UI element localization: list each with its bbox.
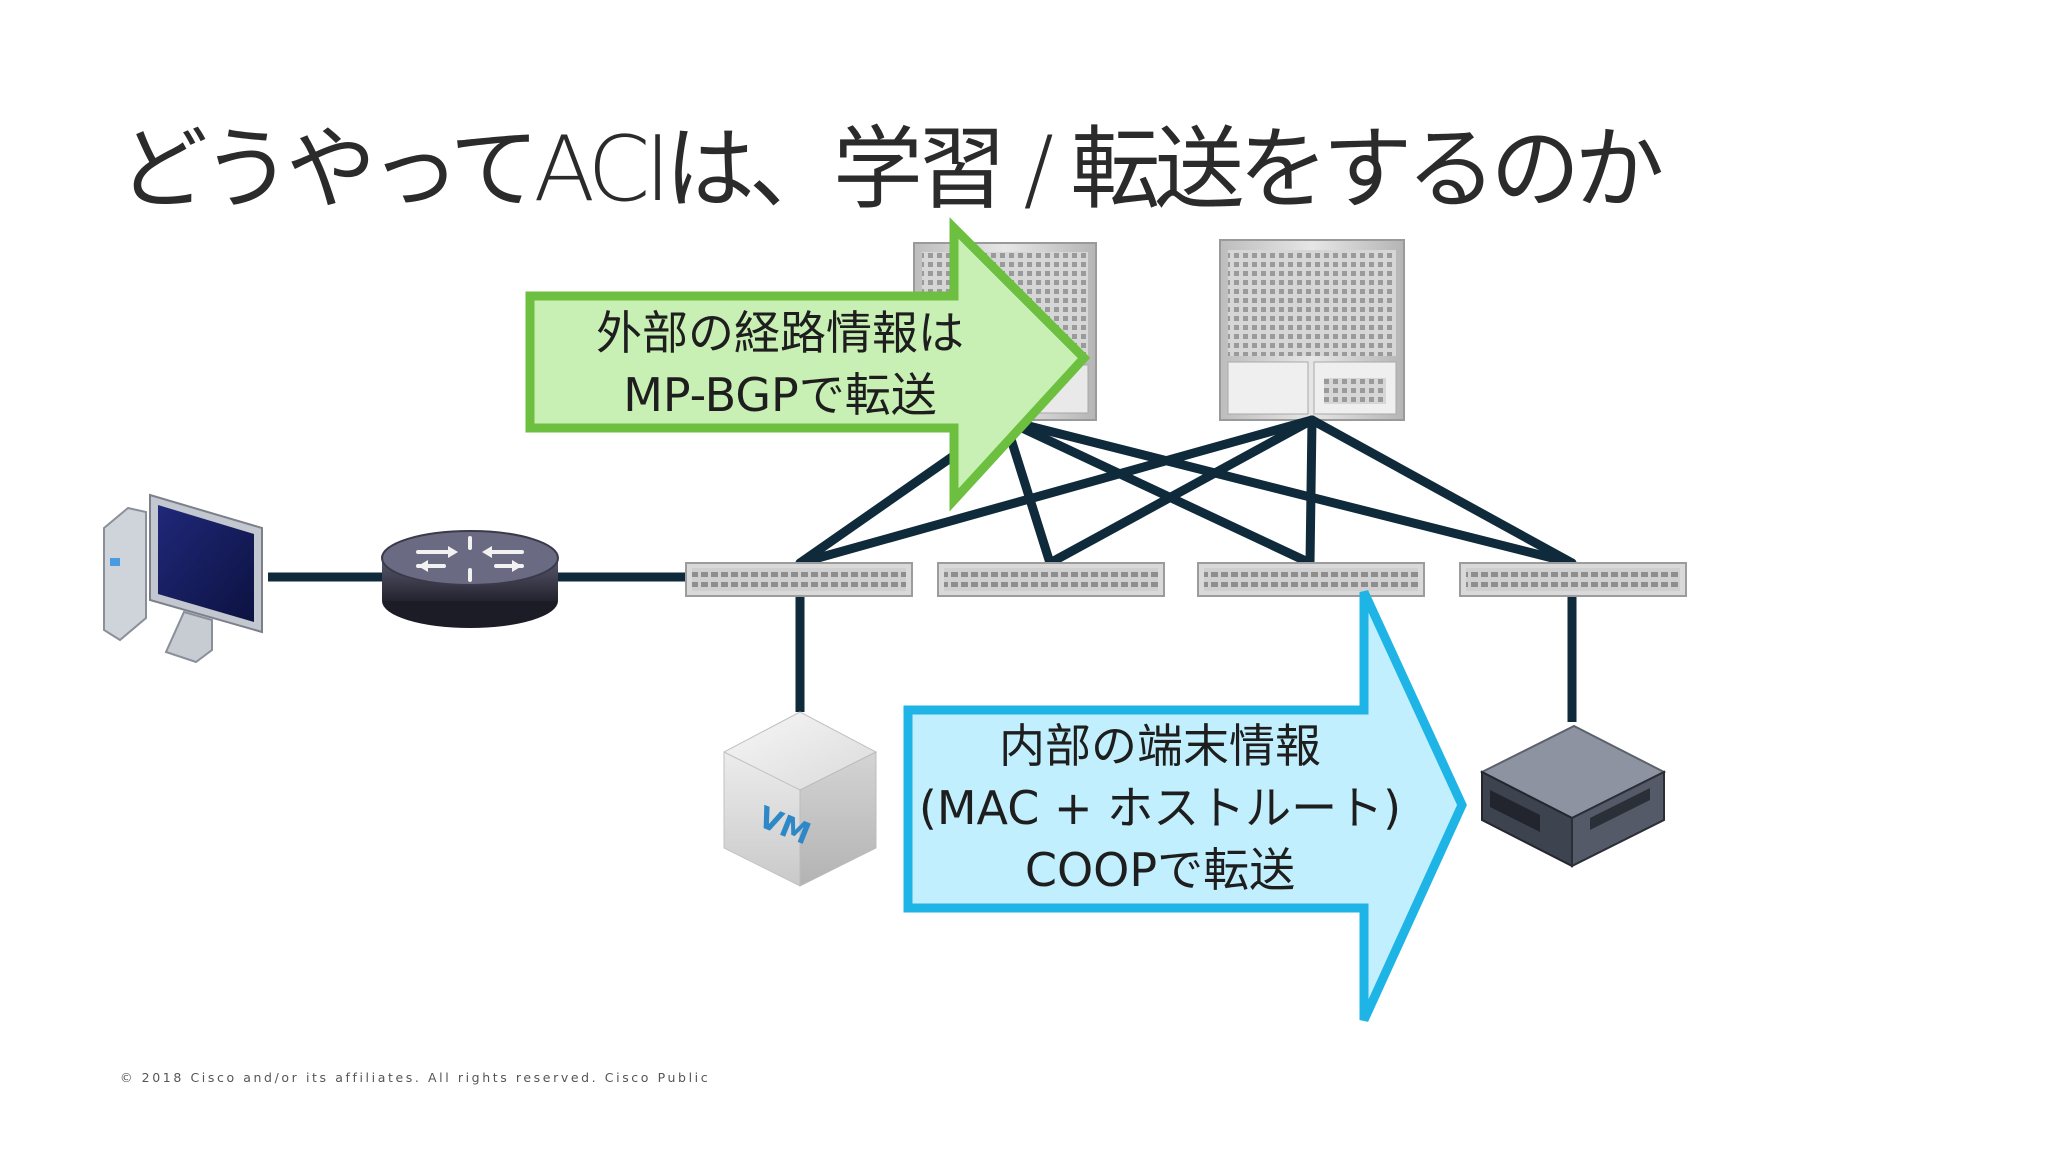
vm-cube-icon: VM [722,711,878,887]
leaf-switch-icon [1459,562,1687,597]
mp-bgp-callout-text: 外部の経路情報は MP-BGPで転送 [520,302,1040,426]
slide-title: どうやってACIは、学習 / 転送をするのか [118,117,1664,222]
mp-bgp-callout-line1: 外部の経路情報は [596,306,964,360]
coop-callout-line1: 内部の端末情報 [999,719,1321,773]
server-icon [1479,724,1667,868]
leaf-switch-icon [937,562,1165,597]
spine-switch-icon [1219,239,1405,421]
router-icon [381,530,559,628]
access-links [268,572,1577,722]
coop-callout-line2: (MAC + ホストルート) [918,781,1402,835]
copyright-footer: © 2018 Cisco and/or its affiliates. All … [120,1070,711,1085]
leaf-switch-icon [685,562,913,597]
mp-bgp-callout-line2: MP-BGPで転送 [623,368,937,422]
desktop-pc-icon [103,493,263,664]
coop-arrow [903,590,1467,1022]
fabric-links [795,415,1577,568]
mp-bgp-arrow [525,217,1091,512]
coop-callout-line3: COOPで転送 [1024,843,1296,897]
leaf-switch-icon [1197,562,1425,597]
coop-callout-text: 内部の端末情報 (MAC + ホストルート) COOPで転送 [900,715,1420,901]
